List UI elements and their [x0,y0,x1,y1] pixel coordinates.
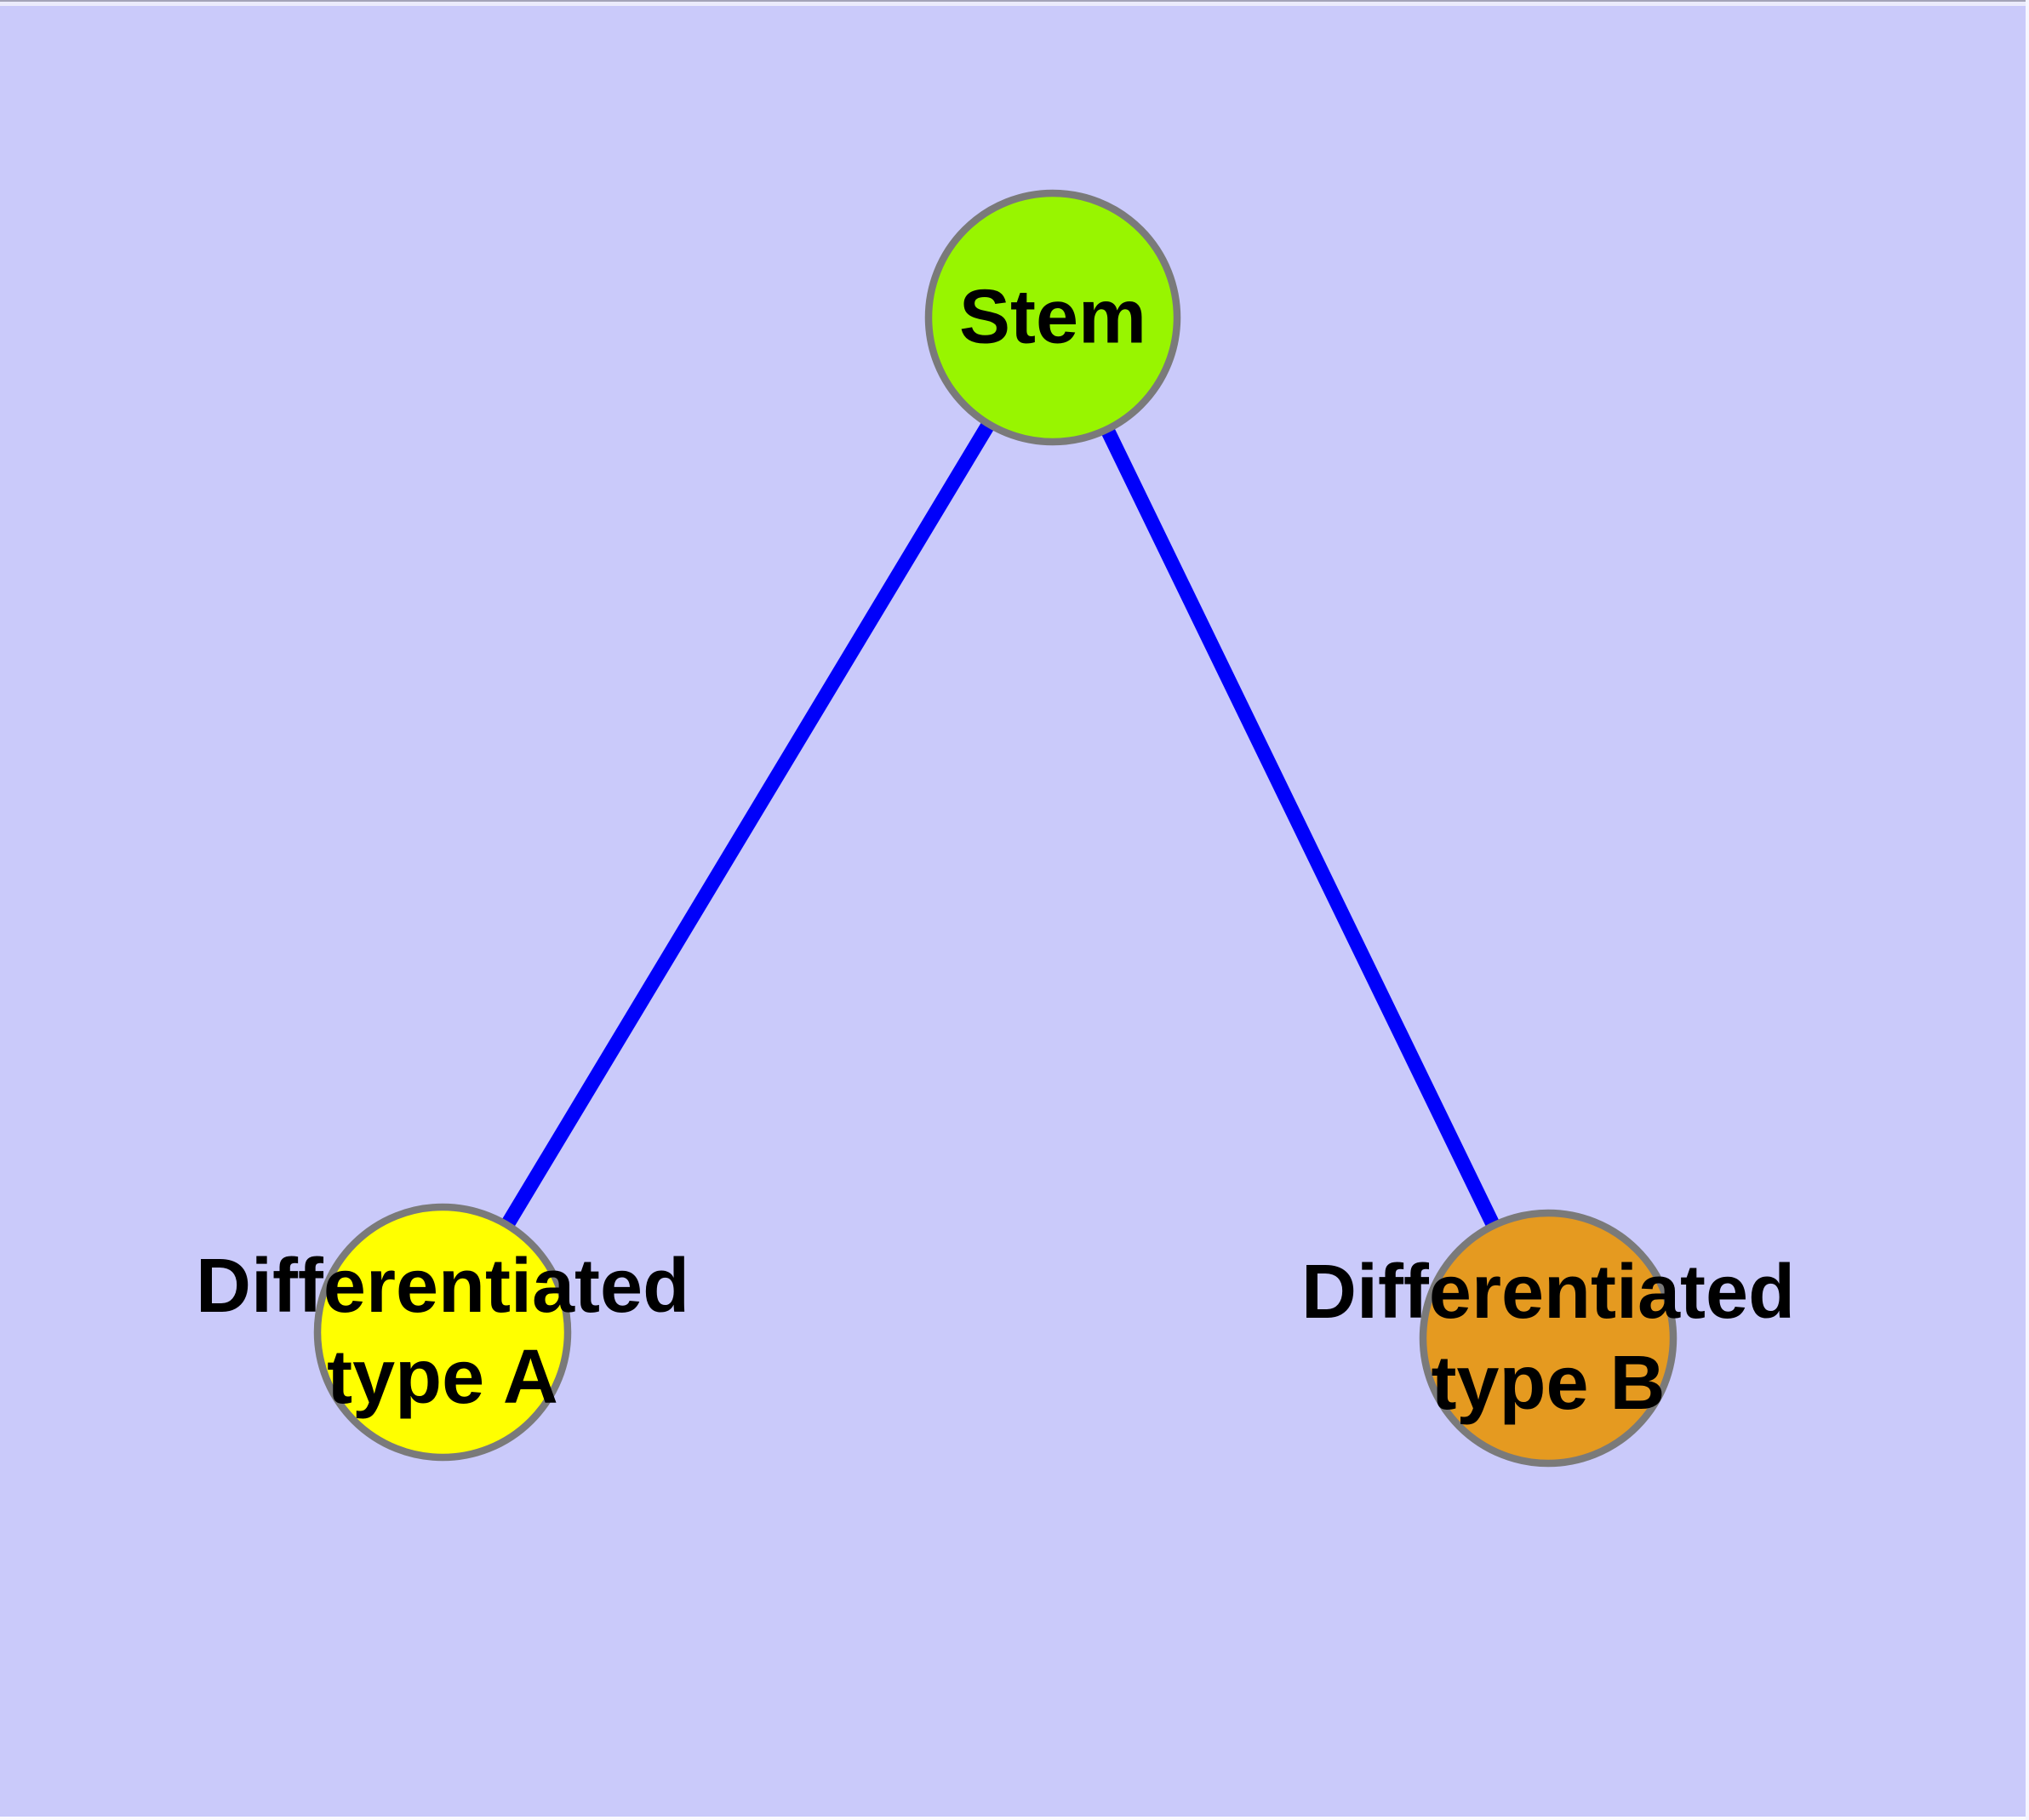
node-stem [924,189,1181,446]
edge-stem-to-type-a [436,313,1060,1336]
node-label-stem-line-1: Stem [958,274,1147,360]
right-edge-highlight [2026,0,2029,1820]
node-label-type-a-line-1: Differentiated [195,1243,690,1329]
node-label-stem: Stem [959,272,1146,363]
edge-stem-to-type-b [1046,314,1555,1342]
node-label-type-a-line-2: type A [327,1335,558,1420]
node-label-differentiated-type-b: Differentiated type B [1301,1247,1795,1429]
node-label-differentiated-type-a: Differentiated type A [196,1241,689,1423]
node-differentiated-type-b [1419,1209,1677,1468]
node-differentiated-type-a [313,1203,572,1462]
top-edge-highlight [0,2,2029,6]
node-label-type-b-line-1: Differentiated [1300,1249,1796,1335]
node-label-type-b-line-2: type B [1431,1341,1666,1426]
bottom-edge-highlight [0,1817,2029,1820]
top-edge-line [0,0,2029,2]
